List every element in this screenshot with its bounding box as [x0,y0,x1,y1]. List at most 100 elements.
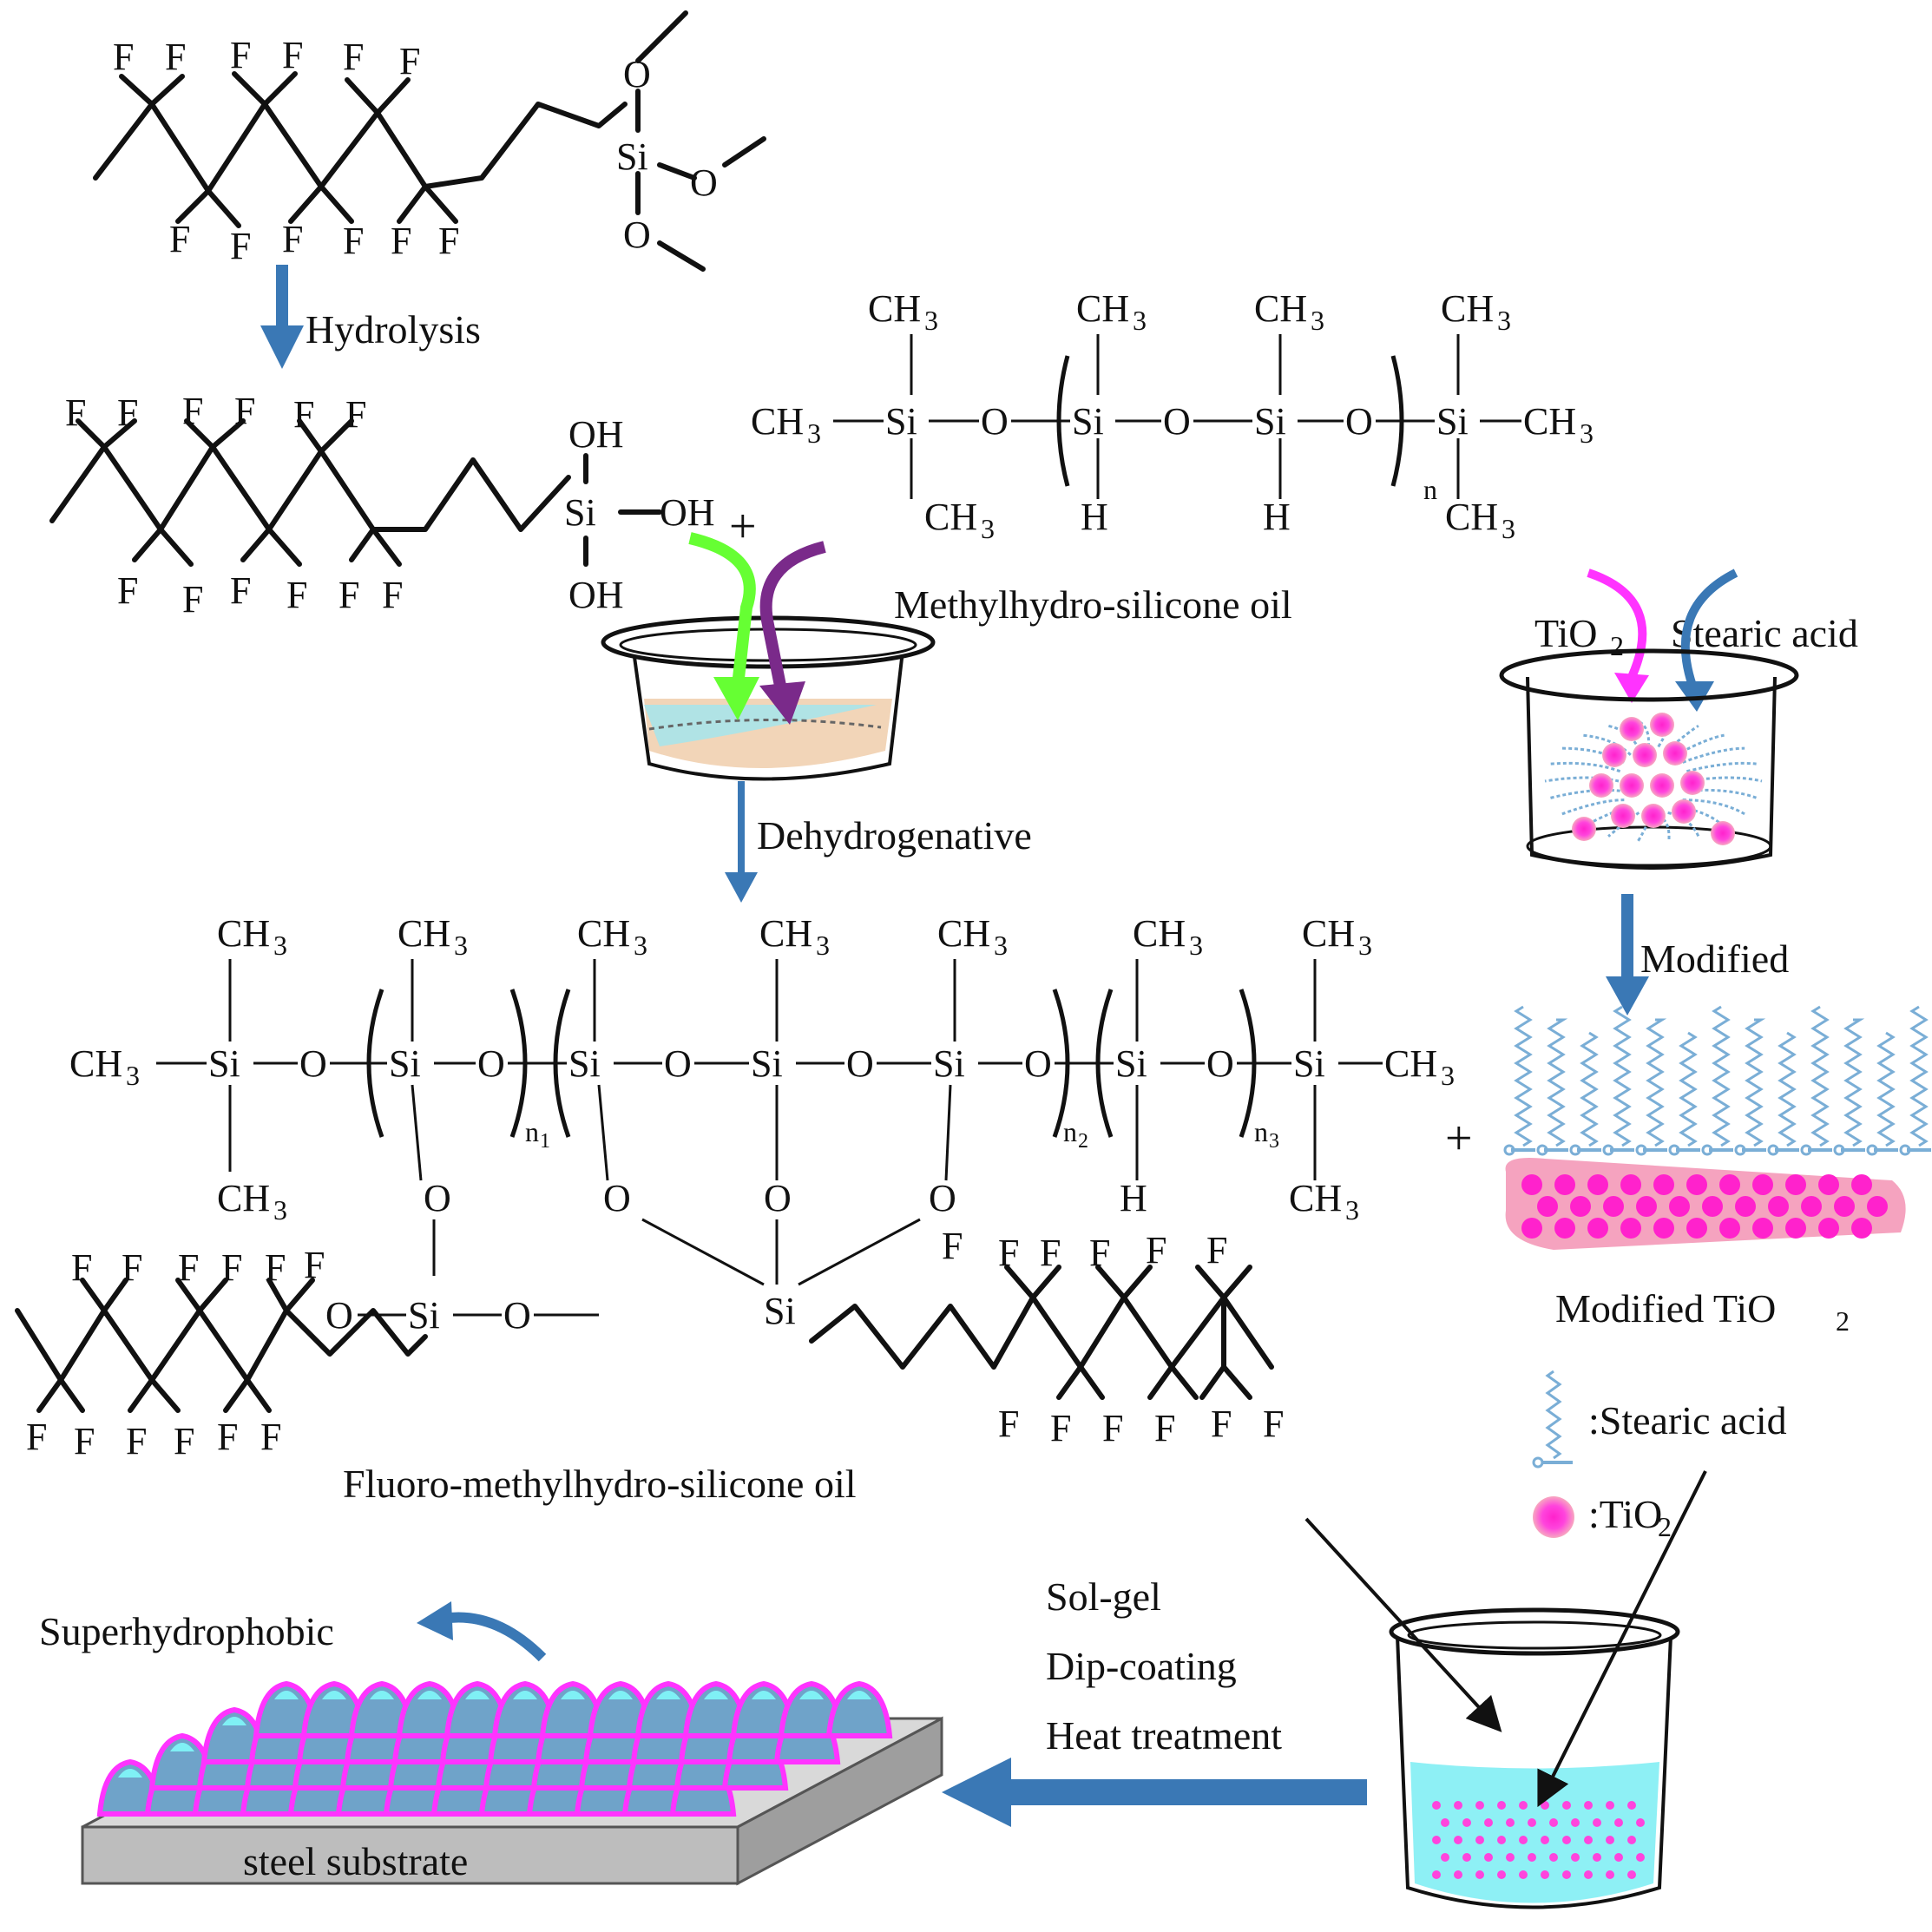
oh-group: OH [568,413,624,456]
tio2-particle [1584,1870,1593,1879]
tio2-particle [1785,1174,1806,1195]
svg-text:CH: CH [217,1177,270,1219]
o-atom: O [477,1042,505,1085]
o-atom: O [424,1177,451,1219]
f-atom: F [178,1246,199,1289]
tio2-particle [1620,1174,1641,1195]
tio2-particle [1587,1218,1608,1239]
tio2-particle [1606,1801,1614,1810]
si-atom: Si [408,1294,440,1337]
tio2-particle [1528,1818,1536,1827]
tio2-particle [1686,1218,1707,1239]
svg-text:CH: CH [1384,1042,1437,1085]
dehydrogenative-arrow: Dehydrogenative [725,781,1032,903]
tio2-legend-icon [1533,1496,1574,1538]
svg-text:3: 3 [126,1060,140,1091]
f-atom: F [230,225,251,267]
f-atom: F [182,578,203,621]
o-atom: O [690,161,718,204]
svg-text:CH: CH [1289,1177,1342,1219]
f-atom: F [1211,1403,1232,1445]
svg-text:CH: CH [1133,912,1186,955]
svg-text:1: 1 [540,1130,550,1153]
tio2-particle [1627,1870,1636,1879]
tio2-particle [1672,799,1696,824]
tio2-particle [1519,1870,1528,1879]
o-atom: O [1163,400,1191,443]
tio2-particle [1669,1196,1690,1217]
subscript-n3: n [1254,1116,1268,1147]
f-atom: F [282,218,303,260]
tio2-particle [1537,1196,1558,1217]
tio2-particle [1541,1870,1549,1879]
f-atom: F [182,390,203,432]
tio2-particle [1650,773,1674,798]
o-atom: O [623,214,651,256]
o-atom: O [846,1042,874,1085]
legend-tio2-label: :TiO [1588,1492,1662,1536]
tio2-particle [1686,1174,1707,1195]
tio2-particle [1549,1853,1558,1862]
tio2-particle [1593,1818,1601,1827]
tio2-particle [1506,1818,1515,1827]
tio2-particle [1818,1174,1839,1195]
tio2-particle [1432,1836,1441,1844]
modified-tio2-illustration: Modified TiO 2 + [1445,1005,1931,1337]
f-atom: F [217,1416,238,1458]
tio2-particle [1441,1818,1449,1827]
tio2-particle [1620,773,1644,798]
tio2-beaker: TiO 2 Stearic acid [1499,568,1858,870]
tio2-particle [1497,1836,1506,1844]
tio2-particle [1432,1870,1441,1879]
f-atom: F [399,40,420,82]
svg-text:CH: CH [1441,287,1494,330]
svg-text:3: 3 [1269,1130,1279,1153]
o-atom: O [664,1042,692,1085]
f-atom: F [1050,1407,1071,1449]
tio2-particle [1603,1196,1624,1217]
tio2-particle [1719,1218,1740,1239]
f-atom: F [74,1420,95,1462]
modified-label: Modified [1640,936,1789,981]
tio2-particle [1497,1801,1506,1810]
tio2-particle [1570,1196,1591,1217]
si-atom: Si [208,1042,240,1085]
tio2-particle [1593,1853,1601,1862]
f-atom: F [438,220,459,262]
tio2-particle [1454,1870,1462,1879]
fluorosilane-molecule: F F F F F F F F F F F F O Si O O [93,10,766,272]
f-atom: F [1146,1229,1166,1272]
tio2-particle [1768,1196,1789,1217]
tio2-particle [1454,1801,1462,1810]
tio2-particle [1484,1853,1493,1862]
tio2-particle [1587,1174,1608,1195]
right-fluoro-chain: F F F F F F F F F F F F [809,1225,1284,1449]
si-atom: Si [564,491,596,534]
tio2-particle [1801,1196,1822,1217]
f-atom: F [345,393,366,436]
tio2-particle [1462,1818,1471,1827]
o-atom: O [503,1294,531,1337]
tio2-particle [1627,1836,1636,1844]
oh-group: OH [660,491,715,534]
f-atom: F [391,220,411,262]
svg-text:3: 3 [634,930,647,961]
tio2-particle [1541,1836,1549,1844]
f-atom: F [304,1244,325,1286]
tio2-particle [1752,1174,1773,1195]
dip-coating-label: Dip-coating [1046,1644,1237,1688]
fluoro-oil-label: Fluoro-methylhydro-silicone oil [343,1462,857,1506]
tio2-particle [1506,1853,1515,1862]
modified-tio2-subscript: 2 [1836,1305,1850,1337]
tio2-particle [1627,1801,1636,1810]
tio2-particle [1441,1853,1449,1862]
f-atom: F [174,1420,194,1462]
modified-tio2-label: Modified TiO [1555,1286,1776,1331]
